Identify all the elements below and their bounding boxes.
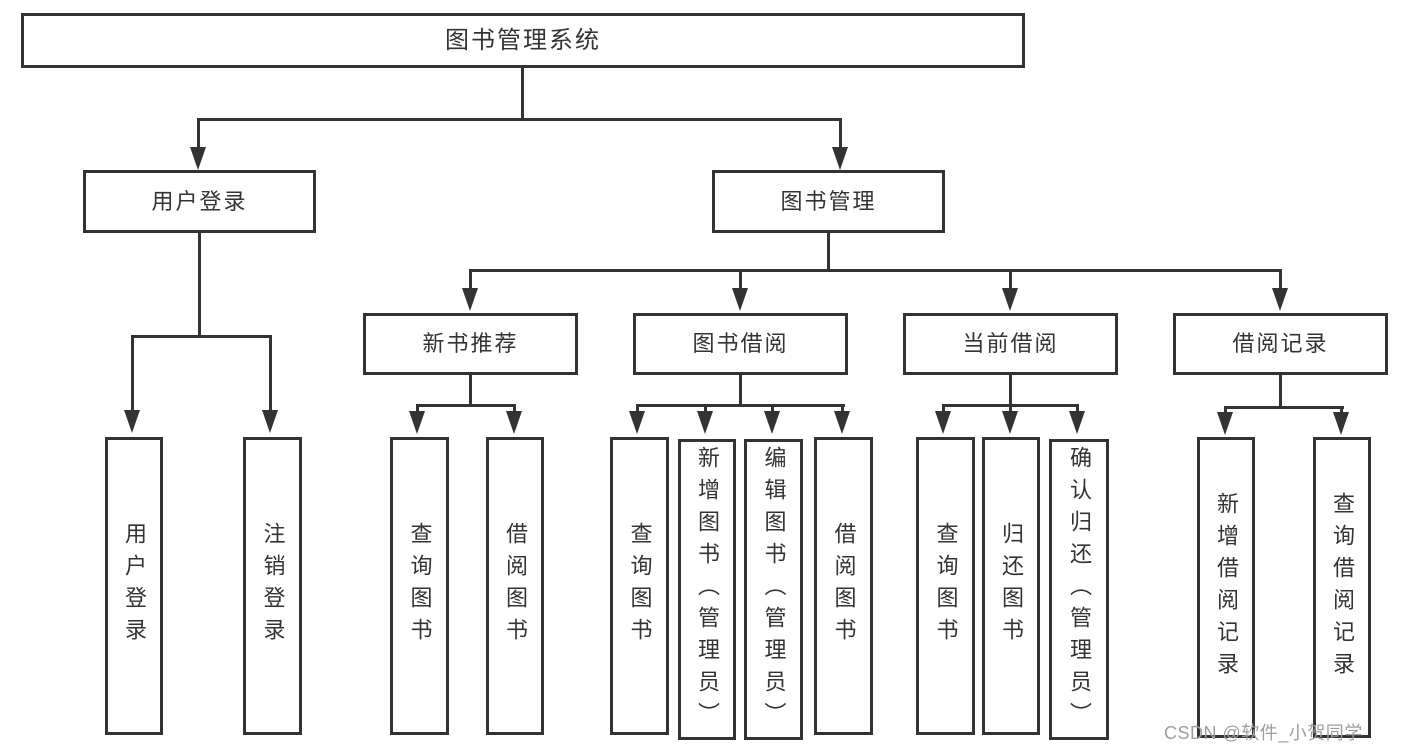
- connector-user-login-crossbar: [131, 335, 272, 338]
- node-borrow-records-label: 借阅记录: [1232, 331, 1329, 356]
- leaf-confirm-return-admin-label: 确认归还（管理员）: [1067, 445, 1092, 734]
- node-current-borrow: 当前借阅: [903, 313, 1118, 375]
- connector-book-mgmt-shaft-4: [1279, 269, 1282, 291]
- leaf-add-borrow-record: 新增借阅记录: [1197, 437, 1255, 738]
- connector-recommend-shaft-2: [513, 404, 516, 414]
- connector-user-login-shaft-1: [131, 335, 134, 413]
- leaf-query-borrow-record: 查询借阅记录: [1313, 437, 1371, 738]
- leaf-current-query-books-label: 查询图书: [933, 522, 959, 650]
- leaf-return-books-label: 归还图书: [999, 522, 1024, 650]
- arrow-down-icon: [629, 411, 645, 434]
- connector-recommend-stem: [469, 375, 472, 407]
- leaf-user-login: 用户登录: [105, 437, 163, 735]
- connector-root-crossbar: [197, 118, 842, 121]
- arrow-down-icon: [1002, 288, 1018, 311]
- node-new-book-recommend-label: 新书推荐: [422, 331, 519, 356]
- node-user-login: 用户登录: [83, 170, 316, 233]
- connector-records-shaft-2: [1340, 406, 1343, 414]
- leaf-logout-label: 注销登录: [260, 522, 286, 650]
- node-book-management: 图书管理: [712, 170, 945, 233]
- connector-book-mgmt-stem: [827, 233, 830, 272]
- arrow-down-icon: [1217, 412, 1233, 435]
- arrow-down-icon: [935, 411, 951, 434]
- node-current-borrow-label: 当前借阅: [962, 331, 1059, 356]
- node-book-borrow-label: 图书借阅: [692, 331, 789, 356]
- connector-borrow-shaft-3: [771, 404, 774, 414]
- connector-root-stem: [521, 68, 524, 121]
- leaf-logout: 注销登录: [243, 437, 302, 735]
- leaf-user-login-label: 用户登录: [122, 522, 147, 650]
- root-node-label: 图书管理系统: [445, 26, 601, 54]
- connector-records-crossbar: [1224, 406, 1344, 409]
- connector-borrow-crossbar: [636, 404, 845, 407]
- connector-recommend-crossbar: [416, 404, 516, 407]
- connector-current-shaft-3: [1076, 404, 1079, 414]
- leaf-confirm-return-admin: 确认归还（管理员）: [1049, 439, 1109, 740]
- arrow-down-icon: [1069, 411, 1085, 434]
- node-book-borrow: 图书借阅: [633, 313, 848, 375]
- arrow-down-icon: [834, 411, 850, 434]
- arrow-down-icon: [697, 411, 713, 434]
- node-book-management-label: 图书管理: [780, 188, 877, 214]
- connector-book-mgmt-shaft-1: [469, 269, 472, 291]
- connector-book-mgmt-shaft-2: [739, 269, 742, 291]
- arrow-down-icon: [262, 410, 278, 433]
- csdn-watermark: CSDN @软件_小贺同学: [1164, 723, 1363, 743]
- node-user-login-label: 用户登录: [151, 188, 248, 214]
- arrow-down-icon: [124, 410, 140, 433]
- connector-borrow-shaft-1: [636, 404, 639, 414]
- connector-user-login-stem: [198, 233, 201, 338]
- arrow-down-icon: [462, 288, 478, 311]
- connector-borrow-shaft-2: [704, 404, 707, 414]
- connector-current-shaft-1: [942, 404, 945, 414]
- leaf-borrow-query-books: 查询图书: [610, 437, 669, 735]
- leaf-recommend-query-books-label: 查询图书: [407, 522, 433, 650]
- leaf-current-query-books: 查询图书: [916, 437, 975, 735]
- connector-root-right-shaft: [839, 118, 842, 148]
- leaf-return-books: 归还图书: [982, 437, 1040, 735]
- arrow-down-icon: [190, 147, 206, 170]
- leaf-borrow-books-label: 借阅图书: [831, 522, 857, 650]
- leaf-borrow-query-books-label: 查询图书: [627, 522, 653, 650]
- connector-current-shaft-2: [1009, 404, 1012, 414]
- leaf-recommend-borrow-books: 借阅图书: [486, 437, 544, 735]
- leaf-add-borrow-record-label: 新增借阅记录: [1214, 491, 1239, 684]
- leaf-recommend-query-books: 查询图书: [390, 437, 449, 735]
- arrow-down-icon: [1002, 411, 1018, 434]
- arrow-down-icon: [764, 411, 780, 434]
- leaf-recommend-borrow-books-label: 借阅图书: [503, 522, 528, 650]
- arrow-down-icon: [732, 288, 748, 311]
- connector-borrow-shaft-4: [841, 404, 844, 414]
- arrow-down-icon: [1272, 288, 1288, 311]
- leaf-edit-books-admin-label: 编辑图书（管理员）: [761, 445, 787, 734]
- connector-book-mgmt-shaft-3: [1009, 269, 1012, 291]
- connector-root-left-shaft: [197, 118, 200, 148]
- connector-borrow-stem: [739, 375, 742, 407]
- root-node-library-system: 图书管理系统: [21, 13, 1025, 68]
- leaf-edit-books-admin: 编辑图书（管理员）: [744, 439, 803, 740]
- connector-book-mgmt-crossbar: [469, 269, 1282, 272]
- node-new-book-recommend: 新书推荐: [363, 313, 578, 375]
- connector-records-shaft-1: [1224, 406, 1227, 414]
- arrow-down-icon: [506, 411, 522, 434]
- arrow-down-icon: [409, 411, 425, 434]
- arrow-down-icon: [832, 147, 848, 170]
- node-borrow-records: 借阅记录: [1173, 313, 1388, 375]
- leaf-add-books-admin: 新增图书（管理员）: [678, 439, 736, 740]
- connector-recommend-shaft-1: [416, 404, 419, 414]
- arrow-down-icon: [1333, 412, 1349, 435]
- connector-user-login-shaft-2: [269, 335, 272, 413]
- connector-current-stem: [1009, 375, 1012, 407]
- leaf-query-borrow-record-label: 查询借阅记录: [1330, 491, 1355, 684]
- connector-records-stem: [1279, 375, 1282, 409]
- leaf-add-books-admin-label: 新增图书（管理员）: [695, 445, 720, 734]
- leaf-borrow-books: 借阅图书: [814, 437, 873, 735]
